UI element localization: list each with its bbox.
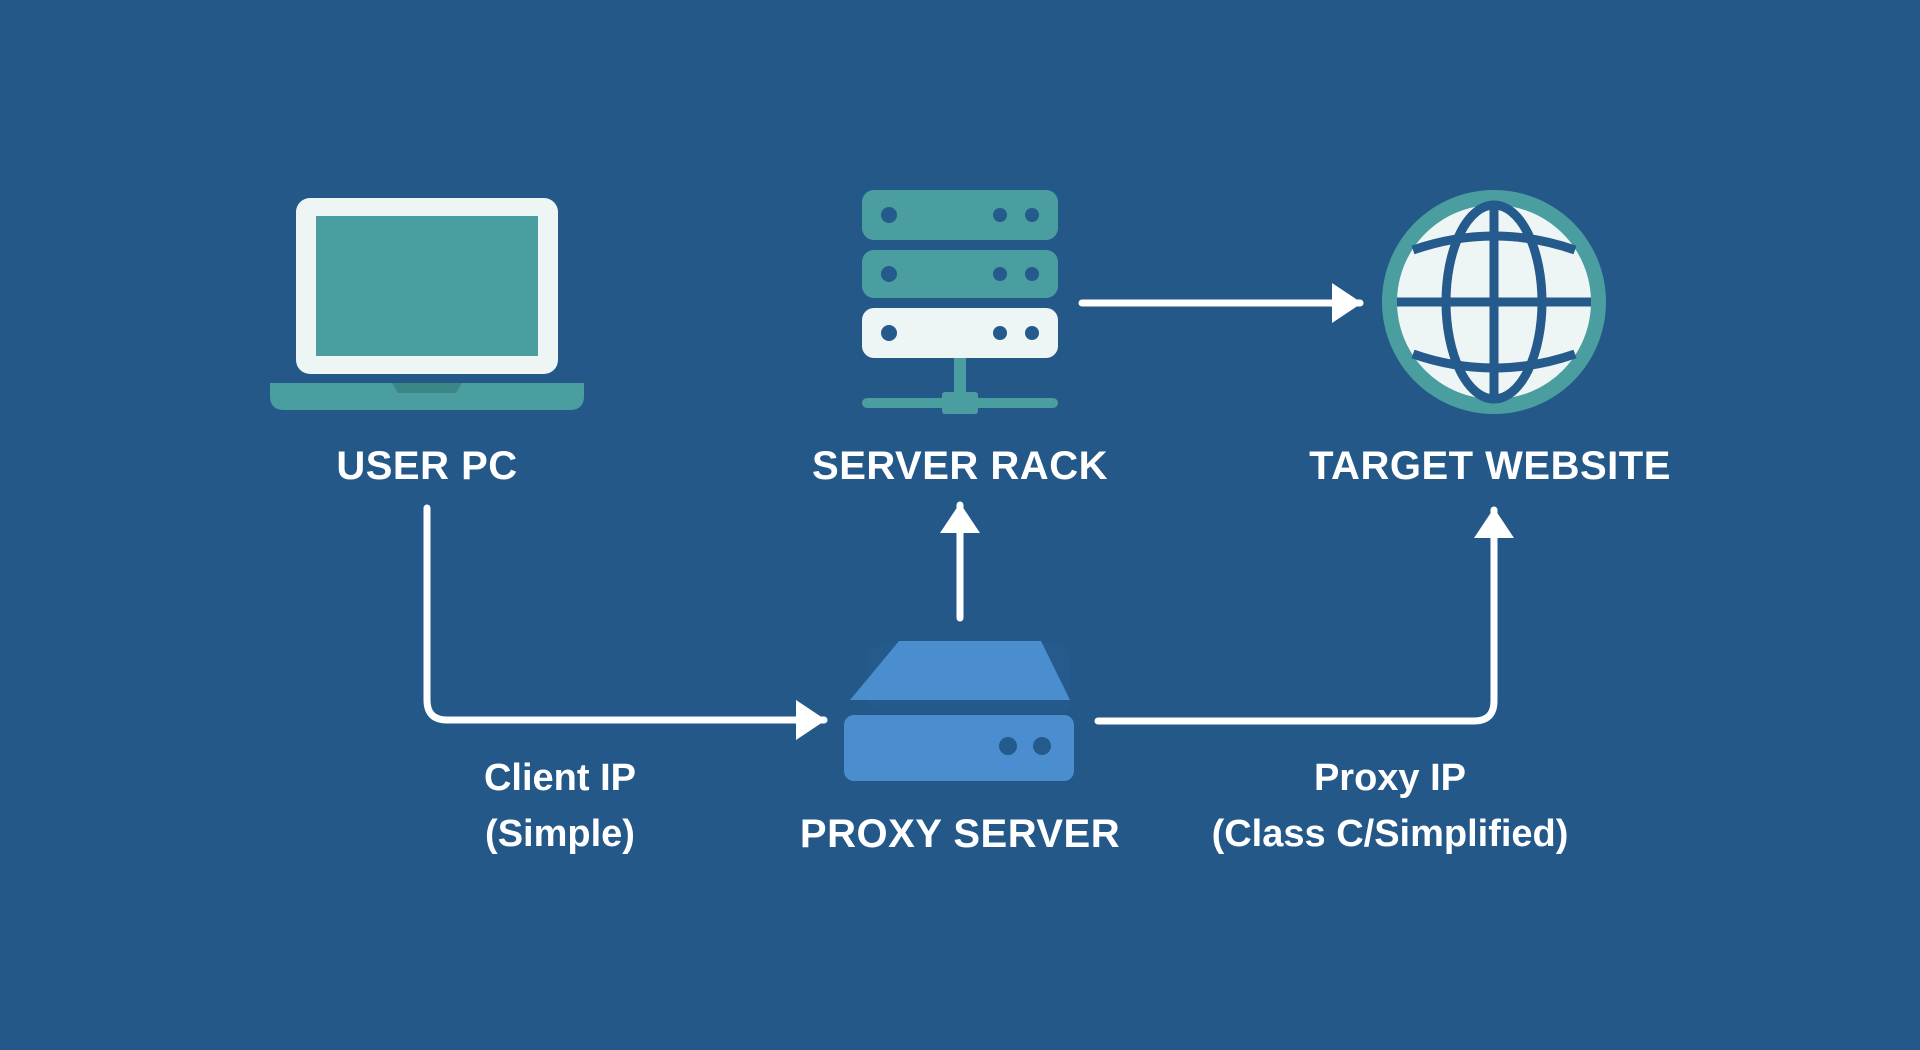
arrow-user-to-proxy: [423, 504, 828, 740]
target-website-label: TARGET WEBSITE: [1309, 444, 1671, 488]
client-ip-label-line2: (Simple): [485, 813, 635, 855]
proxy-ip-label: Proxy IP (Class C/Simplified): [1212, 750, 1569, 862]
laptop-icon: [270, 198, 584, 410]
client-ip-label: Client IP (Simple): [484, 750, 636, 862]
proxy-ip-label-line1: Proxy IP: [1313, 757, 1467, 799]
globe-icon: [1382, 190, 1606, 414]
user-pc-label: USER PC: [336, 444, 518, 488]
client-ip-label-line1: Client IP: [483, 757, 637, 799]
arrow-proxy-to-website: [1094, 506, 1514, 725]
proxy-server-label: PROXY SERVER: [799, 812, 1121, 856]
server-rack-label: SERVER RACK: [812, 444, 1108, 488]
proxy-server-icon: [844, 641, 1074, 781]
server-rack-icon: [862, 190, 1058, 414]
proxy-ip-label-line2: (Class C/Simplified): [1211, 813, 1569, 855]
